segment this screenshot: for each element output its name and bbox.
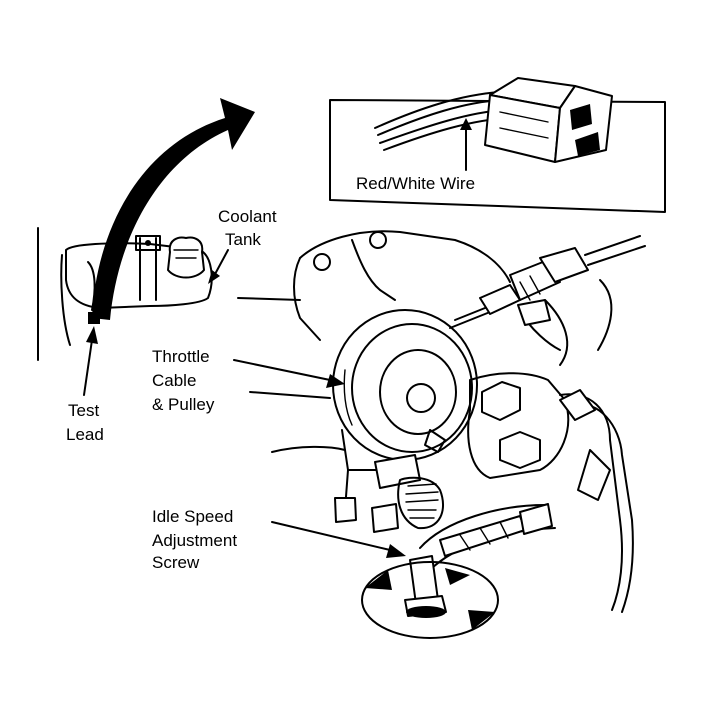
idle-speed-screw xyxy=(404,555,447,618)
test-lead-label-line1: Test xyxy=(68,401,99,420)
test-lead-pointer xyxy=(83,339,93,396)
test-lead-terminal xyxy=(88,312,100,324)
tank-strap xyxy=(139,237,157,301)
curved-arrow xyxy=(92,98,255,320)
throttle-pulley xyxy=(332,309,478,461)
tank-cap xyxy=(167,236,205,279)
idle-label-line3: Screw xyxy=(152,553,200,572)
throttle-label-line1: Throttle xyxy=(152,347,210,366)
coolant-label-line1: Coolant xyxy=(218,207,277,226)
coolant-label-line2: Tank xyxy=(225,230,261,249)
throttle-label-line3: & Pulley xyxy=(152,395,215,414)
throttle-pointer xyxy=(233,359,331,381)
idle-spring-assembly xyxy=(371,454,444,533)
cable-adjuster xyxy=(479,247,589,315)
test-lead-pointer-head xyxy=(86,326,98,344)
inset-connector-detail: Red/White Wire xyxy=(329,77,666,213)
hose-clamp xyxy=(419,503,556,571)
coolant-pointer xyxy=(213,249,229,277)
red-white-wire-label: Red/White Wire xyxy=(356,174,475,193)
throttle-body xyxy=(237,230,646,639)
throttle-cable-line xyxy=(584,235,646,266)
idle-pointer xyxy=(271,521,391,551)
idle-label-line1: Idle Speed xyxy=(152,507,233,526)
wire-pointer-head xyxy=(460,118,472,130)
rotation-arrows xyxy=(361,561,499,639)
idle-label-line2: Adjustment xyxy=(152,531,237,550)
connector-plug xyxy=(484,77,613,163)
test-lead-label-line2: Lead xyxy=(66,425,104,444)
coolant-tank xyxy=(37,227,213,361)
idle-pointer-head xyxy=(386,544,406,558)
throttle-label-line2: Cable xyxy=(152,371,196,390)
coolant-pointer-head xyxy=(208,270,220,284)
throttle-pointer-head xyxy=(326,374,345,388)
